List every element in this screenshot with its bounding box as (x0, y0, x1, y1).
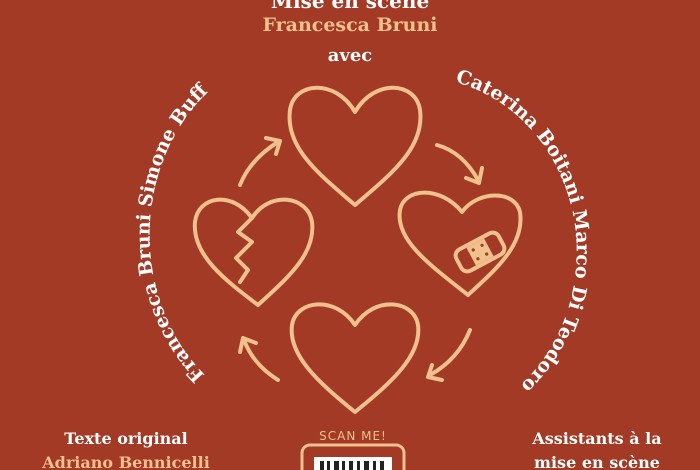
author-name: Adriano Bennicelli (41, 453, 210, 470)
mise-en-scene-label: Mise en scène (271, 0, 429, 13)
broken-heart-icon (192, 197, 315, 307)
heart-icon (289, 302, 421, 414)
cast-right-arc: Caterina Boitani Marco Di Teodoro (453, 66, 593, 398)
scan-me-label: SCAN ME! (319, 429, 387, 443)
qr-code-box (300, 443, 406, 470)
cast-left-arc: Francesca Bruni Simone Buffa (0, 0, 213, 387)
director-name: Francesca Bruni (262, 14, 437, 36)
cycle-arrow-icon (238, 136, 484, 382)
cast-member-caterina: Caterina Boitani (453, 66, 587, 206)
heart-icon (287, 85, 423, 207)
cast-member-simone: Simone Buffa (0, 0, 213, 208)
assistants-label-line2: mise en scène (534, 453, 660, 470)
assistants-label-line1: Assistants à la (531, 429, 661, 448)
avec-label: avec (328, 45, 373, 66)
texte-original-label: Texte original (64, 429, 187, 448)
bandaged-heart-icon (397, 190, 523, 297)
cast-member-marco: Marco Di Teodoro (517, 208, 594, 397)
